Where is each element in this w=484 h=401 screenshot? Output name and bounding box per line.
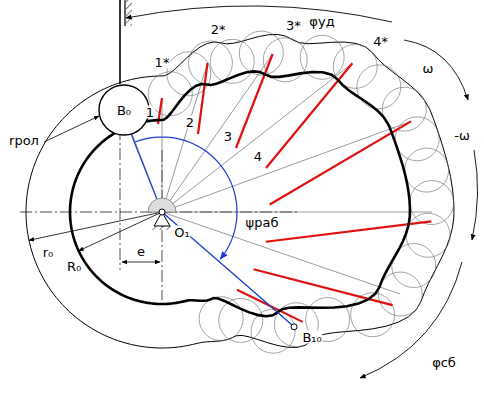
- transfer-line: [198, 63, 208, 134]
- angle-label: φуд: [308, 15, 335, 28]
- roller-position: [357, 65, 401, 109]
- angle-arc: [360, 262, 462, 378]
- rotation-arrow: [472, 150, 478, 240]
- roller-position: [406, 213, 450, 257]
- pivot-hatch: [150, 226, 174, 230]
- point-label: B₀: [98, 84, 150, 136]
- transfer-line: [254, 269, 393, 305]
- roller-position: [199, 297, 243, 341]
- angle-label: φсб: [431, 356, 457, 369]
- follower-axis: [120, 128, 121, 270]
- point-label: 3*: [285, 18, 302, 31]
- transfer-line: [236, 54, 273, 148]
- leader-line: [44, 116, 99, 142]
- construction-ray: [162, 121, 411, 212]
- construction-ray: [162, 98, 163, 212]
- roller-position: [395, 117, 439, 161]
- follower-rod: [119, 0, 121, 84]
- roller-circle: B₀: [98, 84, 150, 136]
- dimension-label: rрол: [8, 134, 40, 147]
- dimension-label: r₀: [42, 246, 55, 259]
- transfer-line: [266, 63, 352, 168]
- working-angle-arc: [135, 137, 237, 259]
- roller-position: [219, 298, 263, 342]
- point-label: 2*: [210, 22, 227, 35]
- point-label: 2: [185, 116, 195, 129]
- point-label: O₁: [173, 226, 190, 239]
- point-label: 3: [223, 130, 233, 143]
- point-label: 4*: [372, 35, 389, 48]
- rotation-label: ω: [422, 62, 435, 75]
- point-label: 4: [253, 150, 263, 163]
- roller-position: [378, 272, 422, 316]
- roller-position: [410, 181, 454, 225]
- construction-ray: [162, 212, 294, 327]
- angle-label: ψраб: [245, 216, 280, 229]
- dimension-line: [122, 262, 160, 263]
- point-label: B₁₀: [301, 330, 322, 343]
- radius-line: [29, 212, 162, 240]
- roller-position: [239, 31, 283, 75]
- roller-position: [405, 148, 449, 192]
- angle-ray: [162, 212, 294, 327]
- construction-ray: [162, 212, 432, 213]
- pivot: [159, 209, 165, 215]
- point-marker: [291, 324, 297, 330]
- point-label: 1: [145, 106, 155, 119]
- rotation-label: -ω: [453, 129, 471, 142]
- dimension-label: R₀: [66, 260, 82, 273]
- construction-ray: [162, 212, 400, 294]
- theoretical-profile: [26, 34, 454, 348]
- guide-hatch: [126, 0, 132, 26]
- dimension-label: e: [136, 245, 146, 258]
- rotation-arrow: [404, 40, 468, 100]
- radius-line: [79, 212, 162, 251]
- angle-arc: [126, 6, 392, 22]
- transfer-line: [270, 121, 411, 204]
- guide: [124, 0, 125, 26]
- point-label: 1*: [154, 56, 171, 69]
